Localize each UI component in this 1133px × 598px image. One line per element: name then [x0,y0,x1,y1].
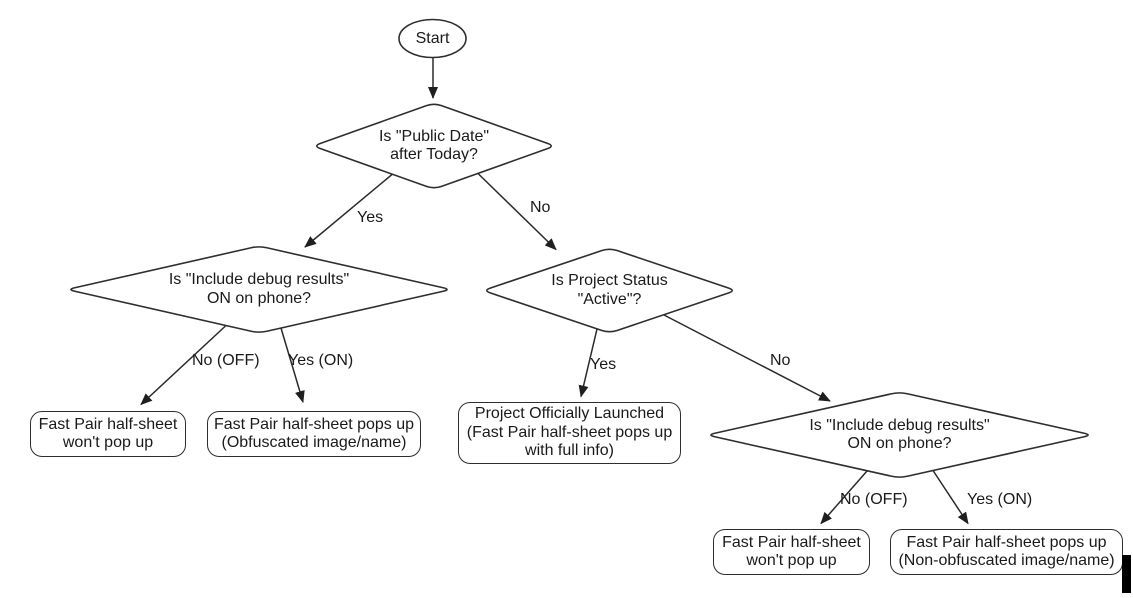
outcome-wont-pop-up-right: Fast Pair half-sheet won't pop up [713,529,870,575]
edge-public-date-no [477,172,557,251]
decision-project-status-shape [485,248,734,333]
edge-debug-right-no-off [820,470,868,525]
edge-debug-left-yes-on [280,327,305,403]
decision-debug-left-label: Is "Include debug results" ON on phone? [168,271,350,307]
outcome-non-obfuscated: Fast Pair half-sheet pops up (Non-obfusc… [890,529,1123,575]
edge-project-status-yes [578,328,598,398]
edge-label-project-status-no: No [770,352,791,369]
edge-label-debug-left-no-off: No (OFF) [192,352,260,369]
edge-project-status-no [663,314,831,402]
decision-debug-right-label: Is "Include debug results" ON on phone? [809,416,990,453]
edge-label-debug-left-yes-on: Yes (ON) [288,352,354,369]
edge-label-project-status-yes: Yes [590,356,617,373]
outcome-obfuscated: Fast Pair half-sheet pops up (Obfuscated… [207,411,421,457]
decision-public-date-shape [315,103,553,189]
outcome-officially-launched: Project Officially Launched (Fast Pair h… [458,402,681,464]
edge-label-debug-right-no-off: No (OFF) [840,491,908,508]
decision-public-date-label: Is "Public Date" after Today? [378,127,490,164]
edge-debug-left-no-off [140,324,227,406]
text-cursor-artifact [1122,555,1131,593]
outcome-wont-pop-up-left: Fast Pair half-sheet won't pop up [30,411,186,457]
edge-public-date-yes [304,173,393,248]
decision-project-status-label: Is Project Status "Active"? [551,272,668,308]
decision-debug-left-shape [70,246,448,333]
edge-label-public-date-no: No [530,199,551,216]
decision-debug-right-shape [710,392,1089,478]
edge-label-public-date-yes: Yes [357,209,384,226]
edge-label-debug-right-yes-on: Yes (ON) [967,491,1033,508]
start-node-label: Start [415,29,450,47]
edge-debug-right-yes-on [932,470,969,525]
start-node-shape [398,18,467,59]
